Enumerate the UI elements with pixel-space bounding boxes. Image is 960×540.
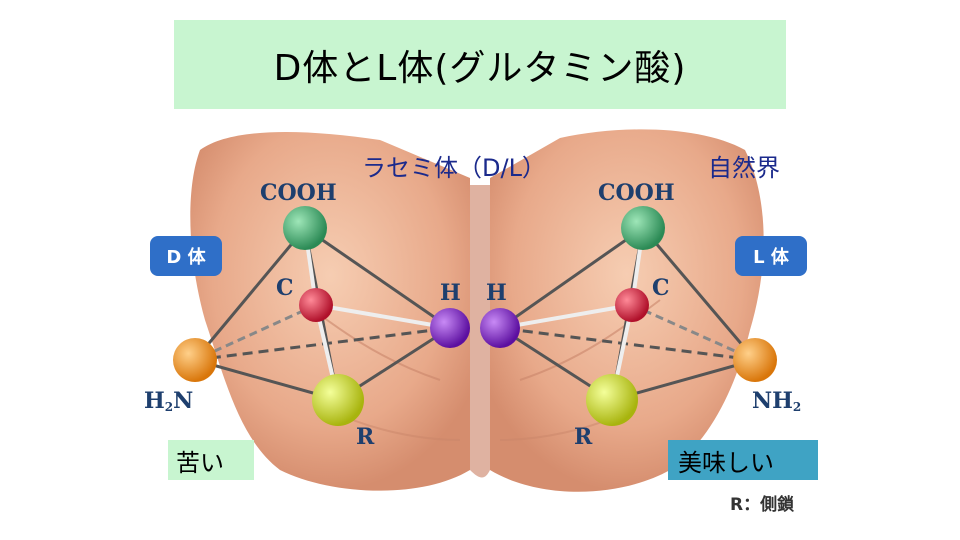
left-carbon-label: C	[276, 275, 294, 301]
right-amino-atom	[733, 338, 777, 382]
right-cooh-atom	[621, 206, 665, 250]
left-molecule-atoms	[173, 206, 470, 426]
d-form-badge: D 体	[150, 236, 222, 276]
left-cooh-label: COOH	[260, 180, 337, 206]
right-carbon-atom	[615, 288, 649, 322]
right-hydrogen-label: H	[486, 280, 507, 306]
right-cooh-label: COOH	[598, 180, 675, 206]
right-sidechain-label: R	[574, 424, 593, 450]
right-sidechain-atom	[586, 374, 638, 426]
nature-label: 自然界	[708, 154, 780, 182]
right-amino-label: NH2	[752, 388, 802, 414]
side-chain-note: R：側鎖	[730, 495, 795, 515]
left-cooh-atom	[283, 206, 327, 250]
racemic-label: ラセミ体（D/L）	[362, 154, 546, 182]
tasty-text: 美味しい	[678, 448, 774, 477]
bitter-text: 苦い	[176, 448, 224, 477]
left-sidechain-atom	[312, 374, 364, 426]
left-hydrogen-atom	[430, 308, 470, 348]
title-box: D体とL体(グルタミン酸)	[174, 20, 786, 109]
tasty-label: 美味しい	[668, 440, 818, 480]
right-hydrogen-atom	[480, 308, 520, 348]
left-amino-label: H2N	[144, 388, 194, 414]
right-carbon-label: C	[652, 275, 670, 301]
page-title: D体とL体(グルタミン酸)	[273, 47, 687, 89]
bitter-label: 苦い	[168, 440, 254, 480]
left-hydrogen-label: H	[440, 280, 461, 306]
right-molecule-atoms	[480, 206, 777, 426]
left-amino-atom	[173, 338, 217, 382]
l-form-badge: L 体	[735, 236, 807, 276]
left-carbon-atom	[299, 288, 333, 322]
left-sidechain-label: R	[356, 424, 375, 450]
